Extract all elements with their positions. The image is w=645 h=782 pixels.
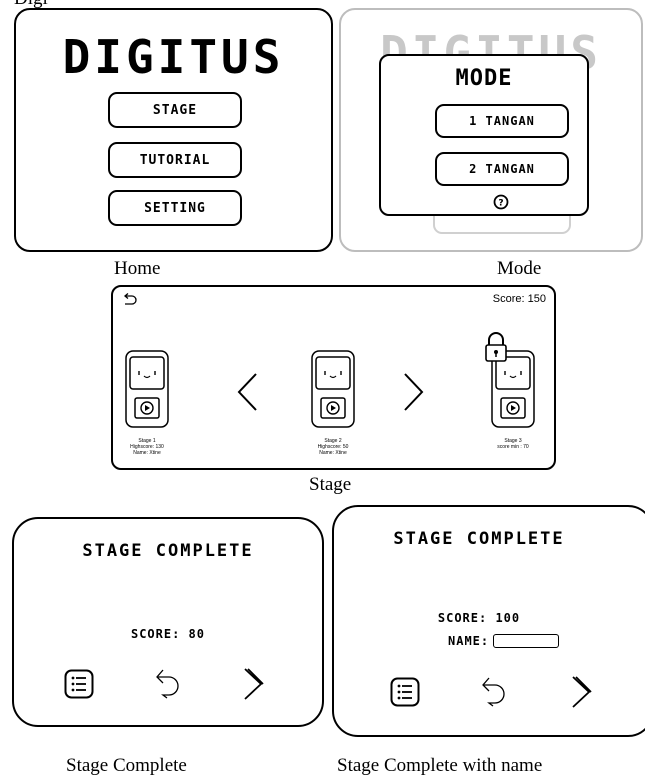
back-arrow-icon[interactable] [122, 293, 138, 307]
mode-dialog: Mode 1 tangan 2 tangan ? [379, 54, 589, 216]
next-chevron-icon[interactable] [570, 675, 592, 709]
stage-complete-name-score: Score: 100 [437, 611, 521, 625]
stage-complete-caption: Stage Complete [66, 755, 187, 776]
stage-1-highscore: Highscore: 130 [130, 444, 164, 450]
stage-card-2[interactable] [311, 350, 355, 428]
home-screen: DIGITUS Stage Tutorial Setting [14, 8, 333, 252]
stage-complete-screen: Stage Complete Score: 80 [12, 517, 324, 727]
two-hand-button[interactable]: 2 tangan [435, 152, 569, 186]
next-chevron-icon[interactable] [401, 372, 427, 412]
stage-button[interactable]: Stage [108, 92, 242, 128]
mode-title: Mode [455, 66, 513, 91]
stage-complete-title: Stage Complete [82, 541, 254, 561]
stage-2-player: Name: Xtine [319, 450, 347, 456]
mode-caption: Mode [497, 258, 542, 279]
stage-caption: Stage [309, 474, 352, 495]
stage-2-name: Stage 2 [324, 438, 342, 444]
question-circle-icon[interactable]: ? [493, 194, 509, 210]
replay-arrow-icon[interactable] [154, 667, 184, 701]
next-chevron-icon[interactable] [242, 667, 264, 701]
stage-complete-name-title: Stage Complete [393, 529, 565, 549]
score-label: Score: 150 [492, 293, 546, 305]
list-icon[interactable] [390, 677, 420, 707]
name-label: Name: [448, 634, 490, 648]
tutorial-button[interactable]: Tutorial [108, 142, 242, 178]
stage-3-min-score: score min : 70 [497, 444, 529, 450]
setting-button[interactable]: Setting [108, 190, 242, 226]
replay-arrow-icon[interactable] [480, 675, 510, 709]
stage-card-3[interactable] [491, 350, 535, 428]
home-caption: Home [114, 258, 161, 279]
prev-chevron-icon[interactable] [234, 372, 260, 412]
stage-3-name: Stage 3 [504, 438, 522, 444]
top-partial-text: Digi [14, 0, 48, 10]
stage-card-1[interactable] [125, 350, 169, 428]
stage-complete-score: Score: 80 [130, 627, 206, 641]
mode-screen: DIGITUS Mode 1 tangan 2 tangan ? [339, 8, 643, 252]
list-icon[interactable] [64, 669, 94, 699]
lock-icon [483, 331, 509, 363]
stage-complete-name-screen: Stage Complete Score: 100 Name: [332, 505, 645, 737]
stage-1-name: Stage 1 [138, 438, 156, 444]
name-input[interactable] [493, 634, 560, 648]
home-logo: DIGITUS [62, 30, 285, 84]
stage-1-player: Name: Xtine [133, 450, 161, 456]
stage-2-highscore: Highscore: 50 [317, 444, 349, 450]
svg-text:?: ? [498, 199, 503, 209]
one-hand-button[interactable]: 1 tangan [435, 104, 569, 138]
stage-screen: Score: 150 Stage 1 Highscore: 130 Name: … [111, 285, 556, 470]
stage-complete-name-caption: Stage Complete with name [337, 755, 543, 776]
